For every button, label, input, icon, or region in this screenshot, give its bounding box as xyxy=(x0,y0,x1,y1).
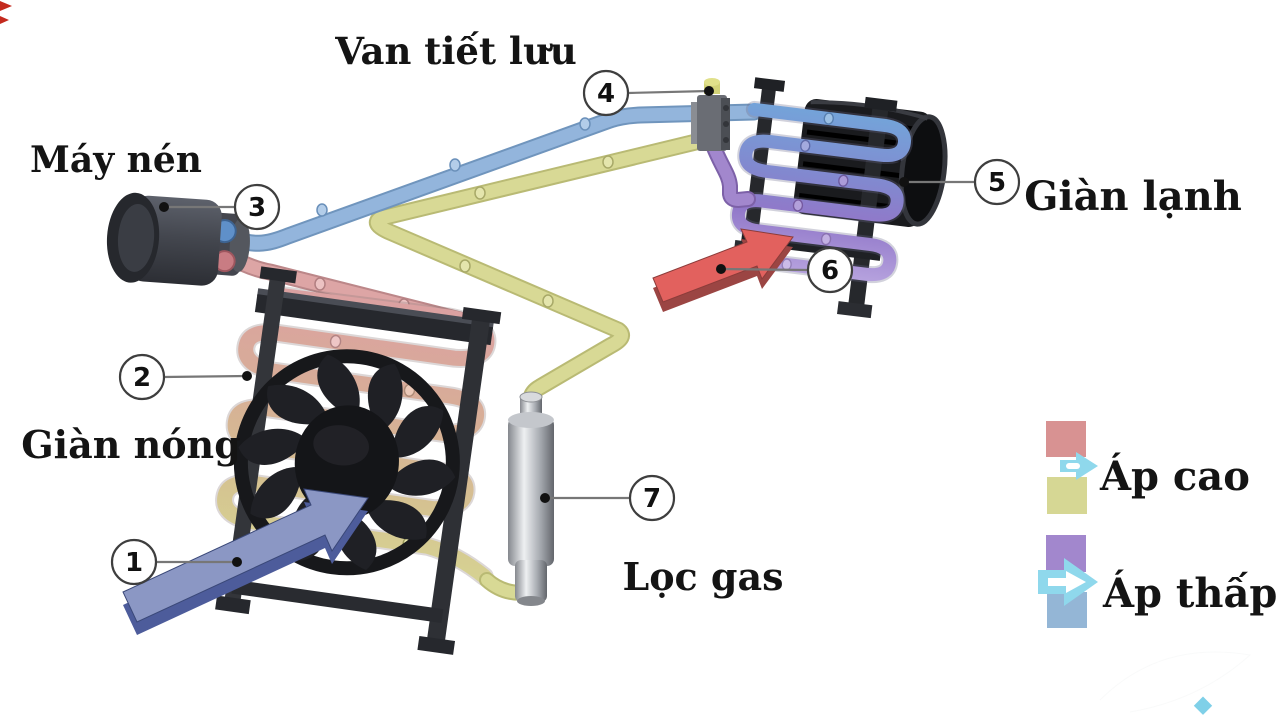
callout-dot xyxy=(716,264,726,274)
evaporator-feed-pipe-purple xyxy=(705,137,756,208)
condenser-unit xyxy=(215,266,502,655)
watermark-diamond xyxy=(1193,696,1213,715)
evaporator-coil xyxy=(731,102,911,282)
legend-swatch-red xyxy=(1046,421,1086,457)
evaporator-unit xyxy=(729,77,948,319)
callout-number: 7 xyxy=(643,484,661,514)
label-evaporator: Giàn lạnh xyxy=(1024,173,1242,220)
callout-4: 4 xyxy=(582,69,714,117)
legend-arrow-high-icon xyxy=(1060,452,1098,480)
callout-5: 5 xyxy=(899,158,1021,206)
pipe-joint xyxy=(820,232,832,246)
callout-number: 4 xyxy=(597,79,615,109)
callout-dot xyxy=(704,86,714,96)
pipe-joint xyxy=(823,112,834,125)
pipe-joint xyxy=(602,155,614,169)
label-compressor: Máy nén xyxy=(30,139,202,181)
pipe-joint xyxy=(800,139,811,153)
legend-label-low-pressure: Áp thấp xyxy=(1102,570,1277,617)
label-receiver-drier: Lọc gas xyxy=(622,554,783,599)
callout-number: 6 xyxy=(821,256,839,286)
pipe-joint xyxy=(474,186,486,200)
pipe-joint xyxy=(314,277,326,291)
expansion-valve xyxy=(691,78,730,151)
callout-number: 2 xyxy=(133,363,151,393)
callout-2: 2 xyxy=(118,353,252,401)
legend-swatch-yellow xyxy=(1047,477,1087,514)
pipe-joint xyxy=(579,117,591,131)
callout-7: 7 xyxy=(540,474,676,522)
callout-dot xyxy=(540,493,550,503)
receiver-drier xyxy=(508,391,554,606)
corner-marks xyxy=(0,1,12,24)
callout-dot xyxy=(232,557,242,567)
compressor xyxy=(106,192,250,286)
callout-dot xyxy=(242,371,252,381)
callout-dot xyxy=(899,177,909,187)
callout-number: 1 xyxy=(125,548,143,578)
legend-label-high-pressure: Áp cao xyxy=(1099,453,1250,500)
cold-air-arrow xyxy=(122,488,369,635)
pipe-joint xyxy=(316,203,328,217)
pipe-joint xyxy=(792,199,804,212)
label-condenser: Giàn nóng xyxy=(21,422,241,467)
pipe-joint xyxy=(329,334,342,349)
pipe-joint xyxy=(542,294,554,308)
legend-arrow-low-icon xyxy=(1038,558,1098,606)
pipe-joint xyxy=(838,174,849,187)
label-expansion-valve: Van tiết lưu xyxy=(334,29,577,73)
callout-3: 3 xyxy=(159,183,281,231)
callout-number: 5 xyxy=(988,168,1006,198)
callouts: 1 2 3 4 5 6 xyxy=(110,69,1021,586)
legend: Áp cao Áp thấp xyxy=(1038,421,1277,628)
callout-6: 6 xyxy=(716,246,854,294)
callout-number: 3 xyxy=(248,193,266,223)
pipe-joint xyxy=(449,158,461,172)
pipe-joint xyxy=(459,259,471,273)
callout-1: 1 xyxy=(110,538,242,586)
watermark xyxy=(1099,651,1252,715)
callout-dot xyxy=(159,202,169,212)
condenser-fan xyxy=(233,349,460,576)
